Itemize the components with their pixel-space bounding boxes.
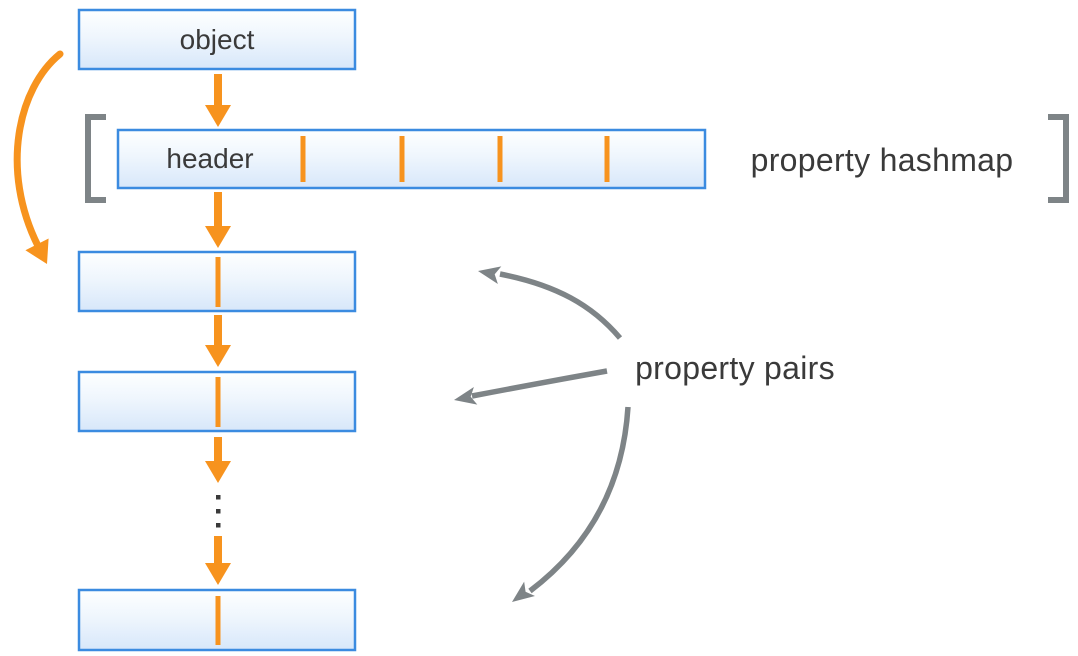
pointer-shaft — [471, 368, 608, 399]
down-arrow-pair-1-to-pair-2-icon — [205, 315, 231, 367]
hashmap-annotation-label: property hashmap — [751, 142, 1014, 178]
down-arrow-pair-2-to-ellipsis-icon — [205, 437, 231, 483]
pairs-annotation-label: property pairs — [635, 350, 835, 386]
curved-arrow-shaft — [13, 50, 64, 250]
right-bracket — [1048, 114, 1069, 203]
object-node-label: object — [180, 24, 255, 55]
property-pair-box-3 — [77, 588, 357, 652]
ellipsis-dot — [216, 523, 221, 528]
down-arrow-object-to-hashmap-icon — [205, 74, 231, 127]
pairs-pointer-arrow-middle — [454, 368, 608, 405]
pointer-head — [512, 581, 535, 602]
arrow-head — [205, 461, 231, 483]
curved-arrow-object-to-pairs — [13, 50, 64, 264]
arrow-head — [205, 226, 231, 248]
ellipsis-dots — [216, 495, 221, 528]
down-arrow-hashmap-to-pair-1-icon — [205, 192, 231, 248]
property-pair-box-2 — [77, 370, 357, 433]
pointer-shaft — [528, 406, 631, 594]
pairs-pointer-arrow-bottom — [512, 406, 631, 602]
left-bracket — [85, 114, 106, 203]
ellipsis-dot — [216, 495, 221, 500]
pairs-pointer-arrow-top — [478, 266, 623, 340]
pointer-shaft — [499, 271, 623, 340]
ellipsis-dot — [216, 509, 221, 514]
object-node-box — [77, 8, 357, 71]
hashmap-node: header — [116, 128, 707, 190]
curved-arrow-head-icon — [25, 238, 49, 264]
pointer-head — [454, 386, 478, 405]
arrow-head — [205, 105, 231, 127]
hashmap-header-label: header — [166, 143, 253, 174]
arrow-head — [205, 563, 231, 585]
down-arrow-ellipsis-to-pair-3-icon — [205, 536, 231, 585]
pointer-head — [478, 266, 502, 285]
arrow-head — [205, 345, 231, 367]
property-pair-box-1 — [77, 250, 357, 313]
